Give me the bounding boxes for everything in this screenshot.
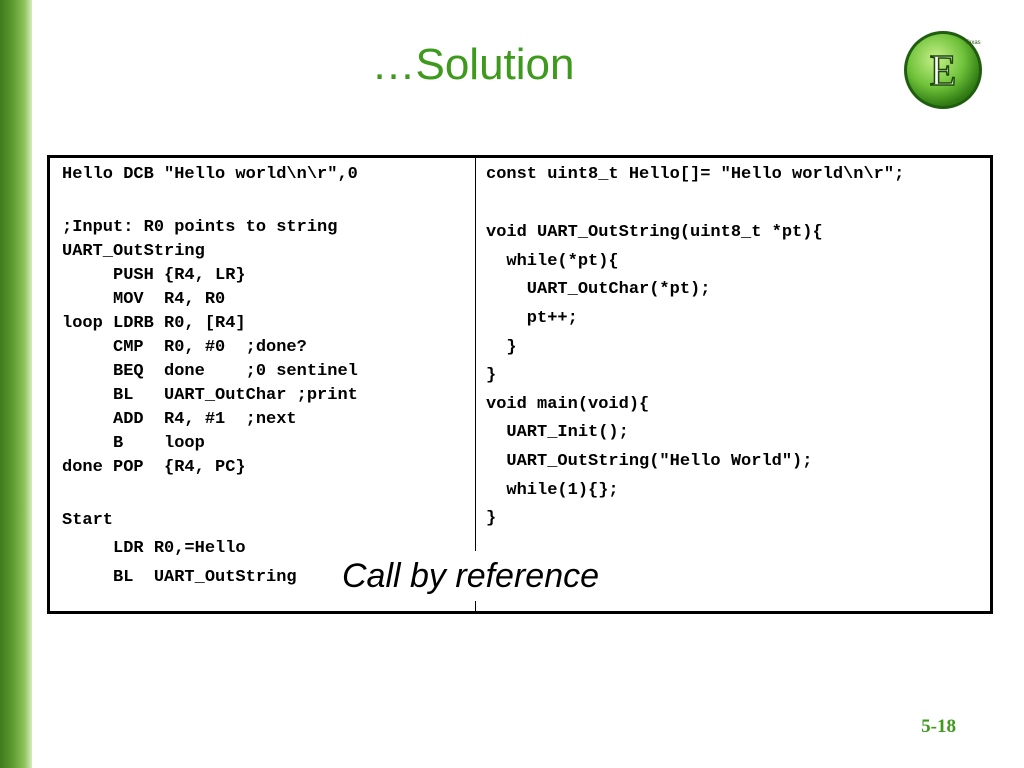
slide-title: …Solution xyxy=(371,40,575,89)
code-line: const uint8_t Hello[]= "Hello world\n\r"… xyxy=(486,165,905,184)
code-line: while(*pt){ xyxy=(486,252,619,271)
c-code-column: const uint8_t Hello[]= "Hello world\n\r"… xyxy=(476,158,990,611)
svg-text:E: E xyxy=(930,46,957,95)
code-line: while(1){}; xyxy=(486,481,619,500)
code-line: void UART_OutString(uint8_t *pt){ xyxy=(486,223,823,242)
code-line: CMP R0, #0 ;done? xyxy=(62,338,307,357)
call-by-reference-annotation: Call by reference xyxy=(336,551,642,601)
code-line: MOV R4, R0 xyxy=(62,290,226,309)
code-line: PUSH {R4, LR} xyxy=(62,266,246,285)
code-line: BL UART_OutString xyxy=(62,568,297,587)
code-line: loop LDRB R0, [R4] xyxy=(62,314,246,333)
code-line: ADD R4, #1 ;next xyxy=(62,410,297,429)
svg-text:Texas: Texas xyxy=(965,40,981,46)
code-line: UART_OutString("Hello World"); xyxy=(486,452,813,471)
page-number: 5-18 xyxy=(921,716,956,737)
code-line: ;Input: R0 points to string xyxy=(62,218,338,237)
code-comparison-table: Hello DCB "Hello world\n\r",0 ;Input: R0… xyxy=(47,155,993,614)
code-line: B loop xyxy=(62,434,205,453)
assembly-code-column: Hello DCB "Hello world\n\r",0 ;Input: R0… xyxy=(50,158,476,611)
code-line: UART_Init(); xyxy=(486,423,629,442)
textbook-logo-icon: Texas E xyxy=(904,31,982,109)
code-line: LDR R0,=Hello xyxy=(62,539,246,558)
code-line: Start xyxy=(62,511,114,530)
code-line: UART_OutString xyxy=(62,242,205,261)
code-line: done POP {R4, PC} xyxy=(62,458,246,477)
code-line: BEQ done ;0 sentinel xyxy=(62,362,358,381)
code-line: Hello DCB "Hello world\n\r",0 xyxy=(62,165,358,184)
side-decoration-bar xyxy=(0,0,32,768)
code-line: } xyxy=(486,509,497,528)
code-line: BL UART_OutChar ;print xyxy=(62,386,358,405)
code-line: void main(void){ xyxy=(486,395,650,414)
code-line: } xyxy=(486,338,517,357)
code-line: } xyxy=(486,366,497,385)
code-line: UART_OutChar(*pt); xyxy=(486,280,711,299)
code-line: pt++; xyxy=(486,309,578,328)
